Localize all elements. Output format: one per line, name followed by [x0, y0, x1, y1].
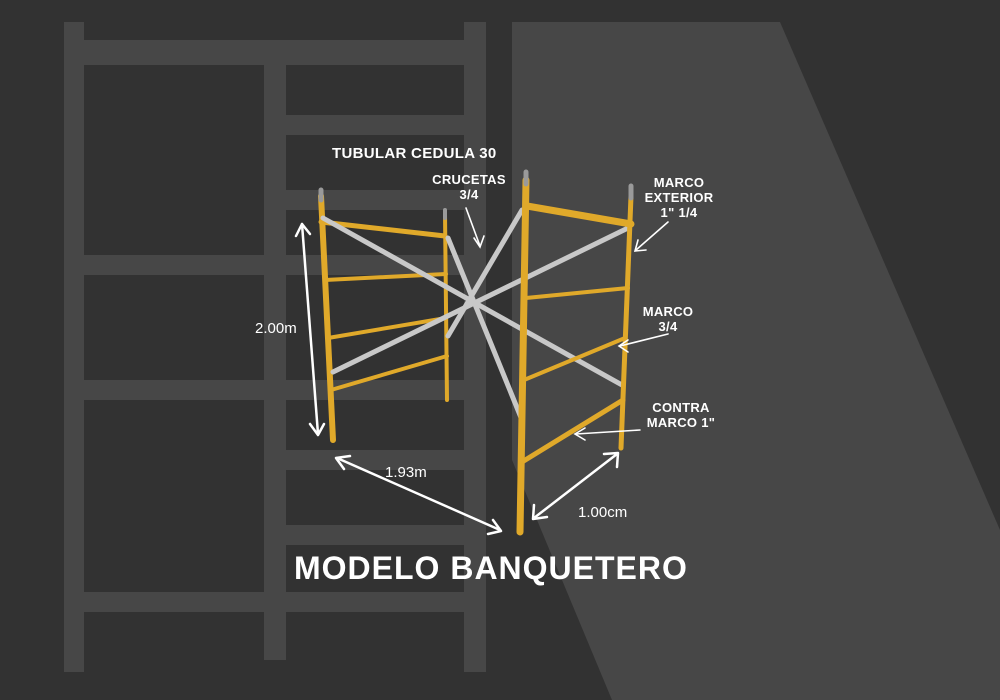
model-title: MODELO BANQUETERO [294, 550, 688, 586]
marco-exterior-line1: MARCO [653, 175, 705, 190]
crucetas-label-line1: CRUCETAS [432, 172, 506, 187]
depth-dimension-label: 1.00cm [578, 504, 628, 521]
label-pointers [465, 207, 669, 441]
marco-label-line1: MARCO [642, 304, 694, 319]
contra-marco-line2: MARCO 1" [646, 415, 716, 430]
dimension-arrows [294, 222, 620, 536]
crucetas-label: CRUCETAS 3/4 [426, 172, 512, 202]
crucetas-pointer [465, 207, 485, 249]
marco-pointer [617, 333, 669, 353]
marco-label-line2: 3/4 [658, 319, 678, 334]
width-dimension-arrow [334, 454, 503, 536]
tubular-label: TUBULAR CEDULA 30 [332, 145, 497, 162]
width-dimension-label: 1.93m [385, 464, 427, 481]
marco-exterior-line3: 1" 1/4 [660, 205, 698, 220]
cross-braces [320, 207, 631, 423]
height-dimension-label: 2.00m [255, 320, 297, 337]
marco-exterior-label: MARCO EXTERIOR 1" 1/4 [636, 175, 722, 220]
depth-dimension-arrow [531, 451, 620, 521]
contra-marco-label: CONTRA MARCO 1" [636, 400, 726, 430]
crucetas-label-line2: 3/4 [459, 187, 479, 202]
contra-marco-pointer [573, 427, 641, 441]
marco-exterior-pointer [633, 221, 669, 252]
marco-label: MARCO 3/4 [628, 304, 708, 334]
background-pattern [64, 22, 1000, 700]
front-frame [516, 169, 635, 536]
height-dimension-arrow [294, 222, 326, 437]
marco-exterior-line2: EXTERIOR [644, 190, 714, 205]
contra-marco-line1: CONTRA [652, 400, 710, 415]
